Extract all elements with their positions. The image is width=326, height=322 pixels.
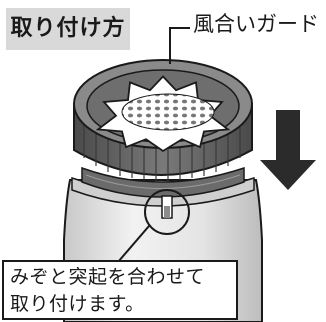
guard-label-leader <box>169 27 190 64</box>
guard-cap <box>73 59 253 181</box>
note-line-2: 取り付けます。 <box>10 293 145 315</box>
guard-label: 風合いガード <box>193 12 319 36</box>
thread-ring <box>81 166 245 198</box>
note-line-1: みぞと突起を合わせて <box>10 266 206 288</box>
page-title: 取り付け方 <box>6 8 130 50</box>
down-arrow-icon <box>260 110 316 190</box>
groove-protrusion <box>117 189 190 263</box>
instruction-note: みぞと突起を合わせて 取り付けます。 <box>2 260 238 320</box>
